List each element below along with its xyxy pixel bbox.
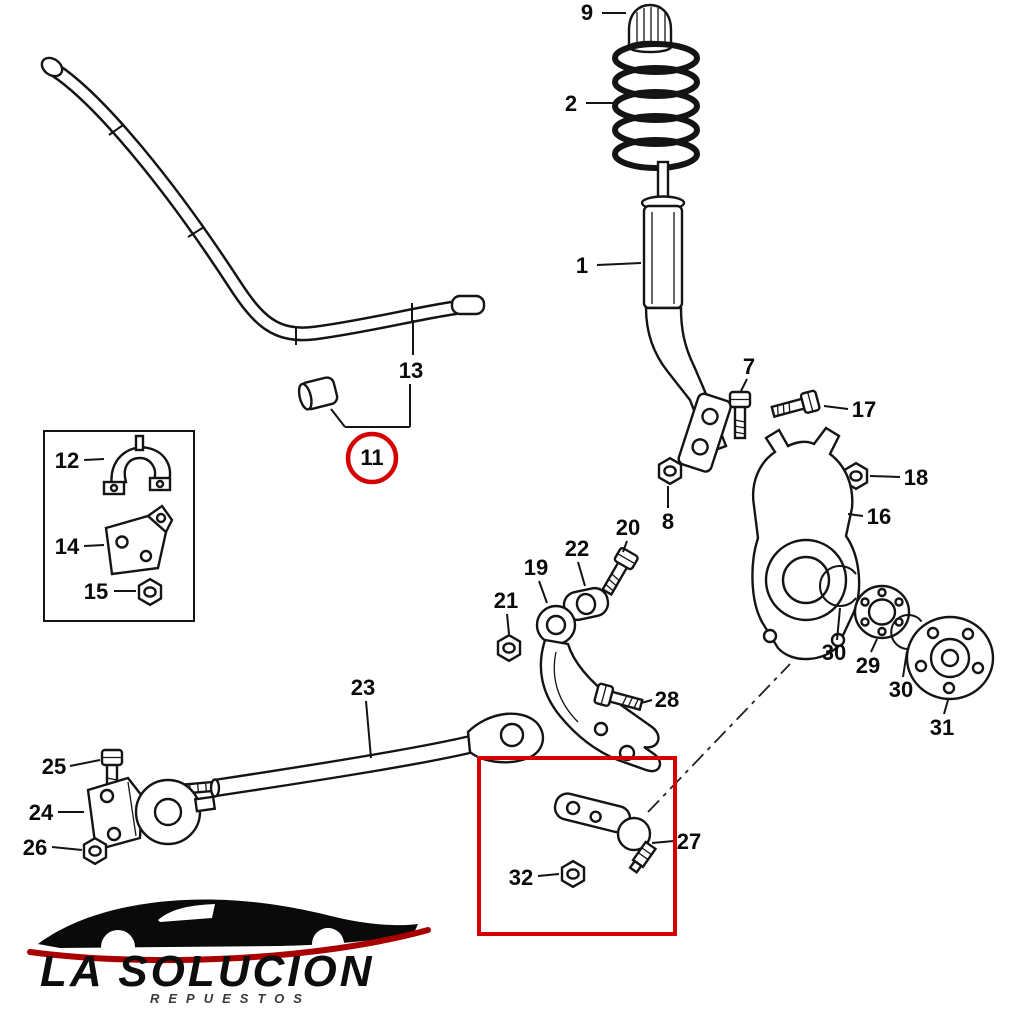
snap-ring-30a	[819, 565, 857, 641]
bracket-nut-26	[51, 837, 108, 865]
ball-joint-nut-32	[537, 860, 586, 888]
bracket-bolt-25	[69, 748, 124, 798]
arm-nut-21	[496, 613, 522, 662]
assembly-axis-line	[647, 663, 791, 813]
logo-car-window	[158, 904, 215, 922]
logo: LA SOLUCION REPUESTOS	[27, 899, 431, 1006]
clamp-nut-15	[114, 578, 163, 606]
logo-red-swoosh	[27, 927, 431, 964]
wheel-bearing-29	[853, 584, 911, 653]
logo-name: LA SOLUCION	[40, 947, 374, 996]
wheel-hub-31	[905, 615, 995, 715]
sway-bar	[40, 56, 486, 345]
coil-spring	[586, 41, 700, 171]
clamp-bracket-14	[83, 504, 174, 576]
rod-bracket-24	[58, 776, 217, 852]
strut-nut-8	[657, 457, 683, 508]
sway-bar-clamp-12	[83, 434, 172, 496]
highlight-circle-part-11	[345, 431, 399, 485]
logo-tagline: REPUESTOS	[150, 991, 311, 1006]
sway-bar-bushing	[297, 320, 414, 428]
strut-assembly	[596, 160, 732, 473]
knuckle-nut-18	[843, 462, 901, 490]
arm-bushing-22	[562, 561, 610, 622]
lateral-rod-23	[164, 700, 545, 798]
arm-bolt-28	[592, 681, 653, 716]
arm-bolt-20	[597, 540, 640, 599]
knuckle-bolt-17	[769, 388, 849, 423]
logo-car-silhouette	[38, 899, 418, 948]
steering-knuckle	[751, 426, 864, 661]
highlight-box-ball-joint	[477, 756, 677, 936]
inset-box-clamp-group	[43, 430, 195, 622]
strut-bolt-7	[728, 378, 752, 440]
ball-joint-27	[553, 792, 675, 874]
